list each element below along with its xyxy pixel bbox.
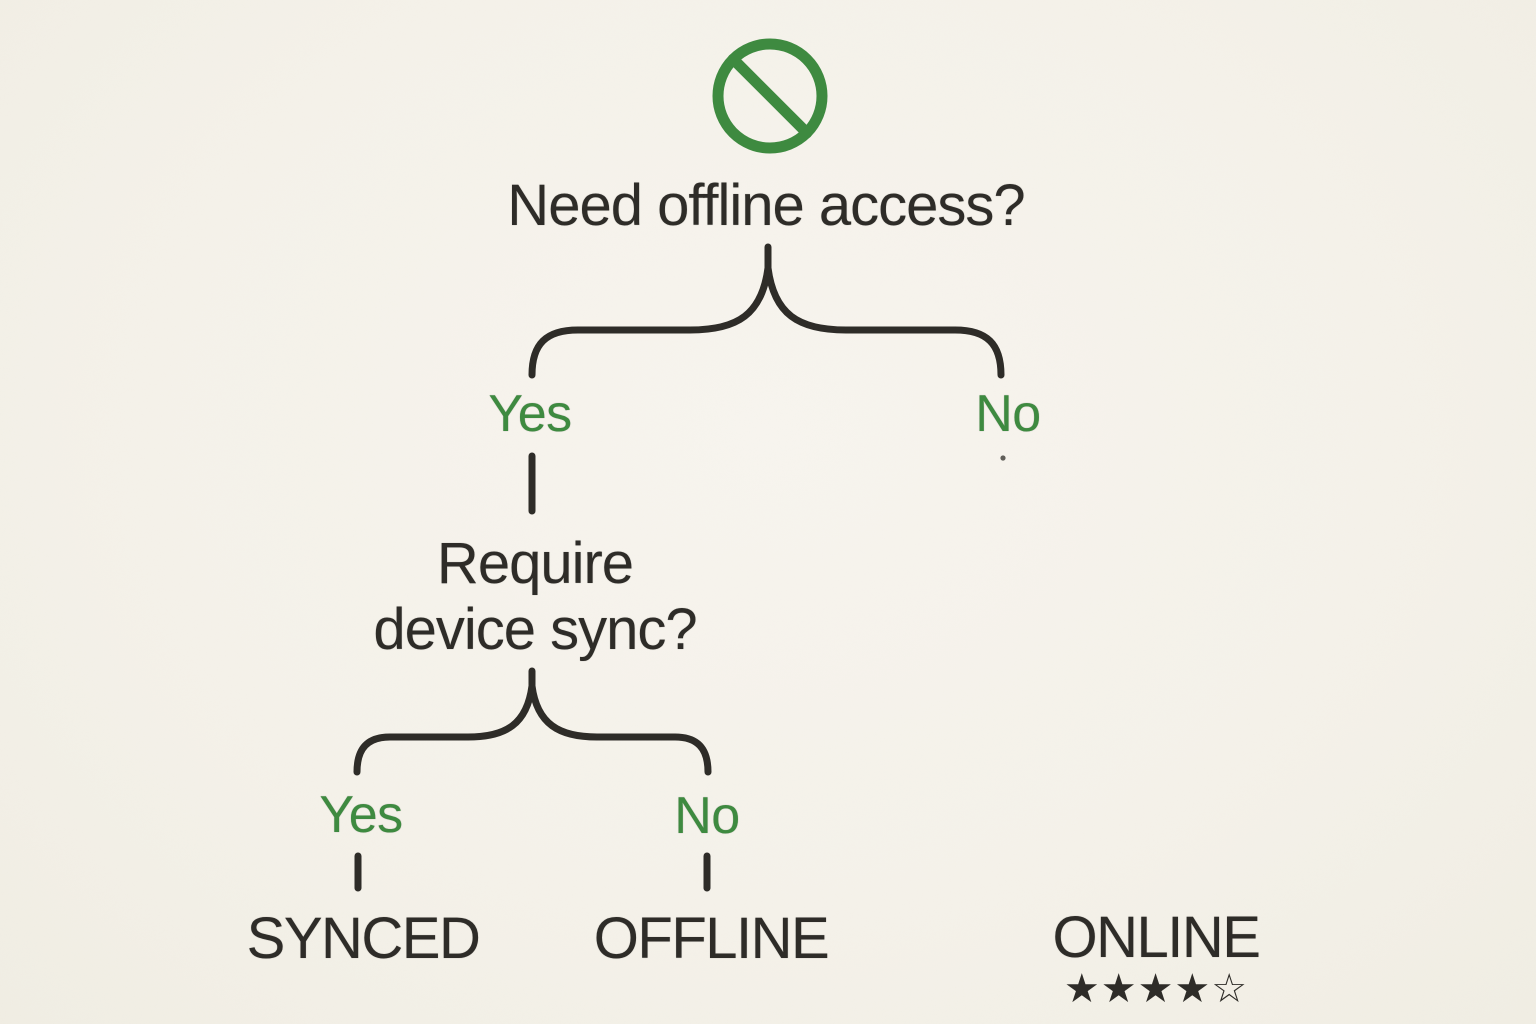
- root-question: Need offline access?: [507, 173, 1025, 238]
- branch1-yes-label: Yes: [488, 385, 572, 443]
- online-star-rating: ★★★★☆: [1063, 966, 1249, 1012]
- level2-branch-connector: [353, 667, 712, 776]
- outcome-synced: SYNCED: [246, 906, 481, 971]
- level1-branch-connector: [528, 243, 1005, 379]
- outcome-online: ONLINE: [1052, 905, 1261, 970]
- branch1-no-label: No: [975, 385, 1041, 443]
- sub-question-line2: device sync?: [373, 597, 697, 662]
- branch2-yes-label: Yes: [319, 786, 403, 844]
- sub-question: Require device sync?: [373, 531, 697, 663]
- sub-question-line1: Require: [436, 531, 634, 596]
- branch2-no-label: No: [674, 787, 740, 845]
- ink-speck: [1000, 455, 1006, 461]
- prohibition-icon: [712, 38, 828, 154]
- outcome-offline: OFFLINE: [593, 906, 830, 971]
